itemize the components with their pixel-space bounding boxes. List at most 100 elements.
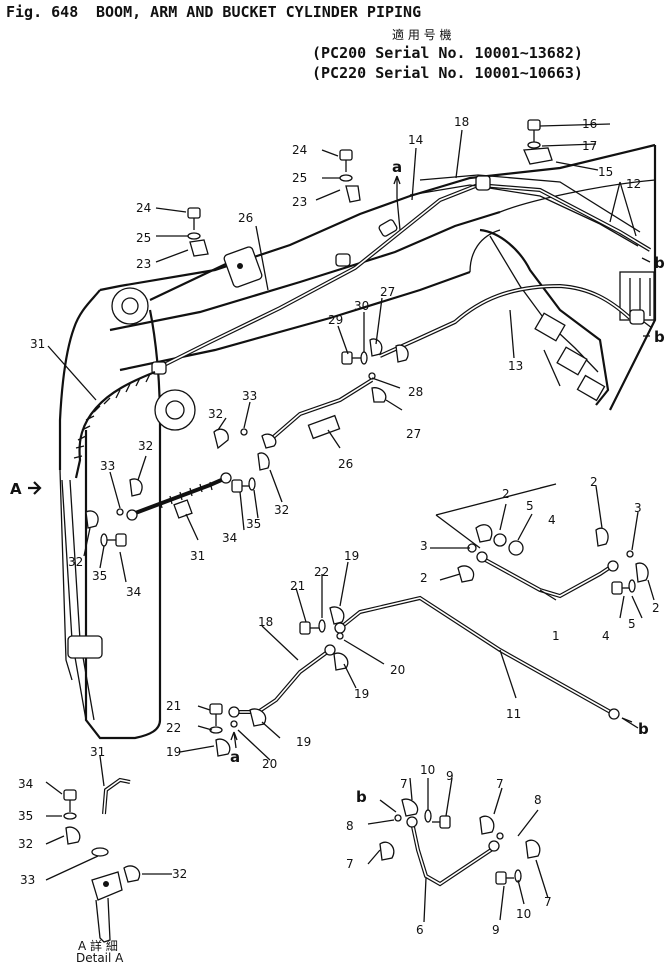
callout-31: 31 <box>30 337 45 351</box>
callout-9: 9 <box>492 923 500 937</box>
callout-19: 19 <box>296 735 311 749</box>
callout-35: 35 <box>18 809 33 823</box>
callout-7: 7 <box>496 777 504 791</box>
callout-18: 18 <box>258 615 273 629</box>
callout-33: 33 <box>20 873 35 887</box>
callout-32: 32 <box>138 439 153 453</box>
fittings <box>63 119 649 885</box>
callout-27: 27 <box>380 285 395 299</box>
callout-4: 4 <box>548 513 556 527</box>
callout-11: 11 <box>506 707 521 721</box>
callout-8: 8 <box>346 819 354 833</box>
boom-body <box>58 143 657 740</box>
callout-3: 3 <box>634 501 642 515</box>
callout-3: 3 <box>420 539 428 553</box>
bolt-icon <box>341 351 362 365</box>
detail-caption-jp: A 詳 細 <box>78 938 118 953</box>
callout-20: 20 <box>390 663 405 677</box>
callout-32: 32 <box>18 837 33 851</box>
callout-19: 19 <box>344 549 359 563</box>
detail-caption-en: Detail A <box>76 951 124 964</box>
reference-markers: a a A b b b b <box>10 158 665 806</box>
bolt-icon <box>299 621 320 635</box>
callout-27: 27 <box>406 427 421 441</box>
callout-31: 31 <box>190 549 205 563</box>
callout-24: 24 <box>292 143 307 157</box>
callout-12: 12 <box>626 177 641 191</box>
callout-21: 21 <box>290 579 305 593</box>
serial-line-pc220: (PC220 Serial No. 10001~10663) <box>312 64 583 82</box>
callout-33: 33 <box>242 389 257 403</box>
callout-5: 5 <box>526 499 534 513</box>
callout-26: 26 <box>238 211 253 225</box>
callout-8: 8 <box>534 793 542 807</box>
callout-14: 14 <box>408 133 423 147</box>
callout-4: 4 <box>602 629 610 643</box>
loose-pipes <box>91 551 620 943</box>
washer-icon <box>63 141 636 883</box>
callout-34: 34 <box>18 777 33 791</box>
ref-b: b <box>654 254 665 272</box>
callout-32: 32 <box>274 503 289 517</box>
callout-1: 1 <box>552 629 560 643</box>
ref-b: b <box>356 788 367 806</box>
callout-15: 15 <box>598 165 613 179</box>
callout-10: 10 <box>516 907 531 921</box>
callout-20: 20 <box>262 757 277 771</box>
callout-7: 7 <box>400 777 408 791</box>
callout-23: 23 <box>292 195 307 209</box>
callout-7: 7 <box>346 857 354 871</box>
bolt-icon <box>432 815 451 829</box>
callout-2: 2 <box>652 601 660 615</box>
fig-number: Fig. 648 <box>6 3 78 21</box>
callout-34: 34 <box>126 585 141 599</box>
callout-32: 32 <box>172 867 187 881</box>
callout-23: 23 <box>136 257 151 271</box>
bolt-icon <box>209 703 223 726</box>
callout-18: 18 <box>454 115 469 129</box>
leader-lines <box>28 123 655 923</box>
callout-2: 2 <box>420 571 428 585</box>
callout-2: 2 <box>590 475 598 489</box>
callout-35: 35 <box>92 569 107 583</box>
ref-a-top: a <box>392 158 402 176</box>
callout-5: 5 <box>628 617 636 631</box>
callout-6: 6 <box>416 923 424 937</box>
ref-b: b <box>654 328 665 346</box>
callout-19: 19 <box>166 745 181 759</box>
callout-2: 2 <box>502 487 510 501</box>
callout-22: 22 <box>314 565 329 579</box>
callout-25: 25 <box>136 231 151 245</box>
callout-26: 26 <box>338 457 353 471</box>
ref-a-bottom: a <box>230 748 240 766</box>
bolt-icon <box>495 871 514 885</box>
callout-32: 32 <box>208 407 223 421</box>
clamp-icon <box>65 147 649 883</box>
callout-25: 25 <box>292 171 307 185</box>
callout-34: 34 <box>222 531 237 545</box>
bolt-icon <box>187 207 201 230</box>
callout-17: 17 <box>582 139 597 153</box>
callout-10: 10 <box>420 763 435 777</box>
callout-19: 19 <box>354 687 369 701</box>
callout-35: 35 <box>246 517 261 531</box>
bolt-icon <box>106 533 127 547</box>
callout-29: 29 <box>328 313 343 327</box>
bolt-icon <box>527 119 541 142</box>
applicability-label: 適 用 号 機 <box>392 27 451 42</box>
ref-view-A: A <box>10 480 22 498</box>
bolt-icon <box>63 789 77 812</box>
callout-22: 22 <box>166 721 181 735</box>
callout-33: 33 <box>100 459 115 473</box>
callout-31: 31 <box>90 745 105 759</box>
callout-30: 30 <box>354 299 369 313</box>
callout-16: 16 <box>582 117 597 131</box>
callout-7: 7 <box>544 895 552 909</box>
ref-b: b <box>638 720 649 738</box>
bolt-icon <box>339 149 353 172</box>
callout-21: 21 <box>166 699 181 713</box>
callout-13: 13 <box>508 359 523 373</box>
callout-32: 32 <box>68 555 83 569</box>
callout-28: 28 <box>408 385 423 399</box>
